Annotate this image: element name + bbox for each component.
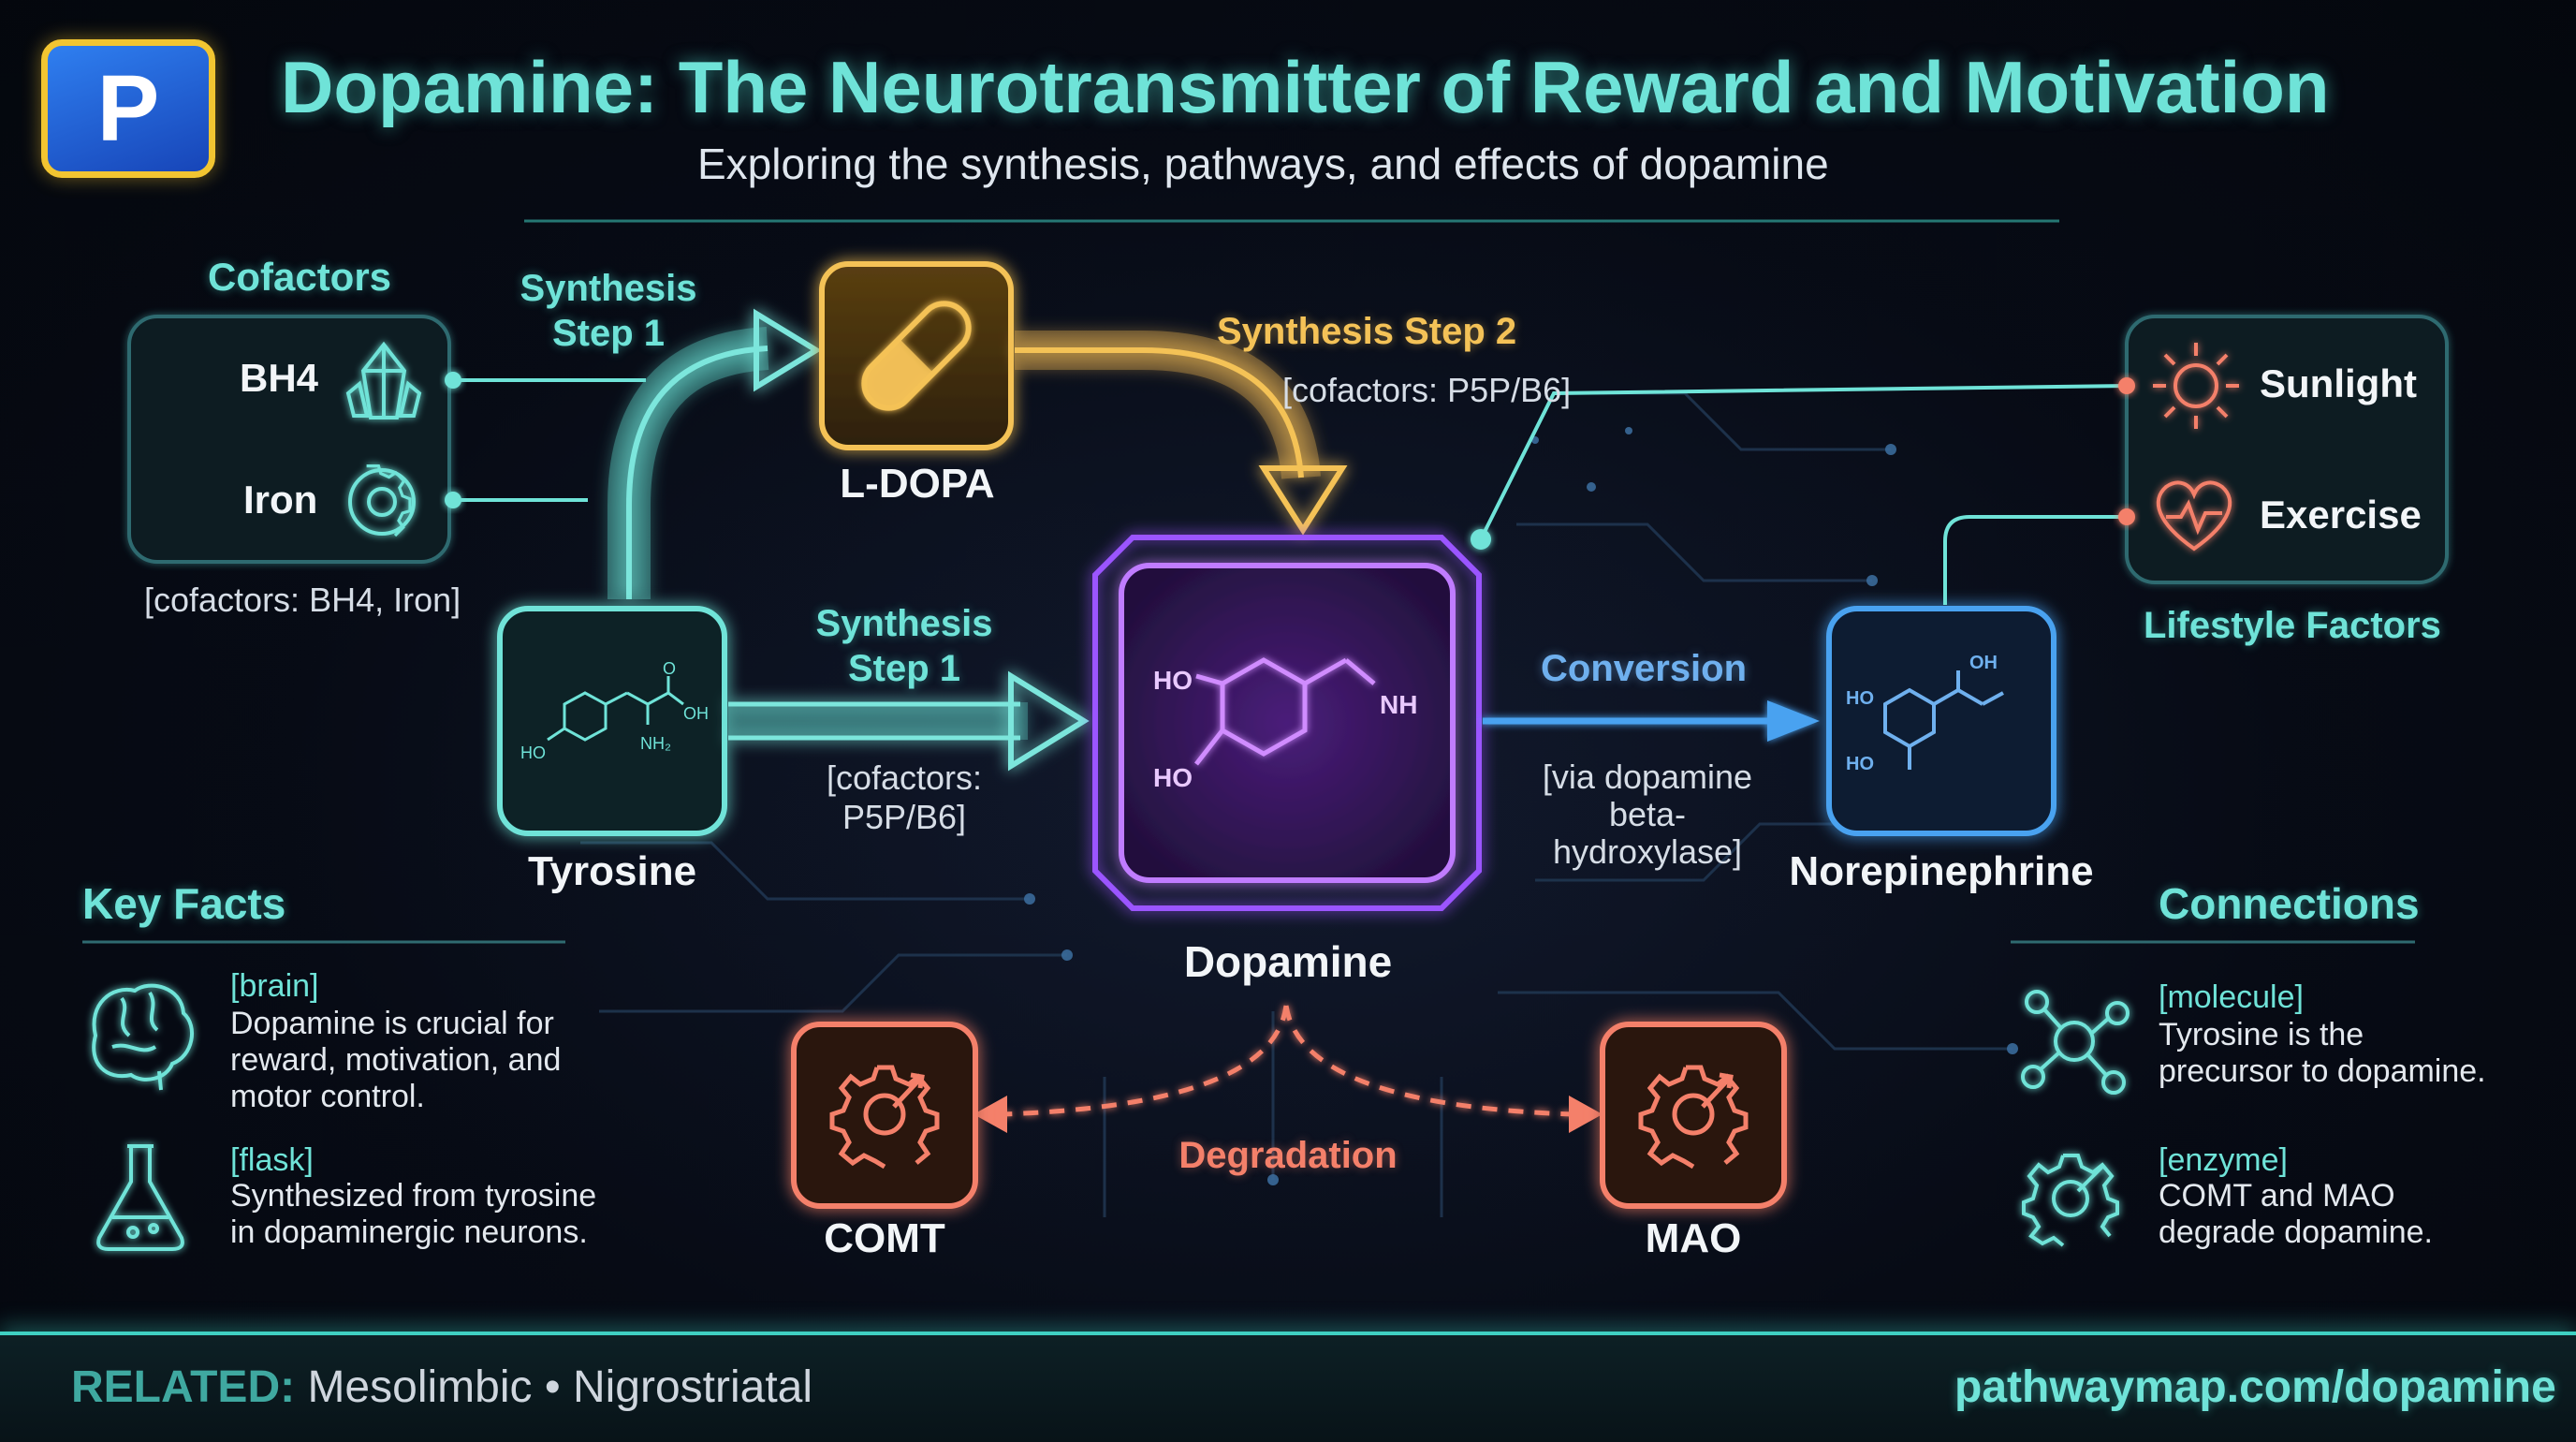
dopamine-atom-label: HO	[1153, 666, 1193, 695]
ldopa-label: L-DOPA	[840, 461, 995, 507]
synthesis-step2-arrow	[1015, 331, 1348, 536]
synthesis-step2-note: [cofactors: P5P/B6]	[1282, 371, 1572, 409]
comt-box	[791, 1022, 978, 1209]
connection-text: Tyrosine is the precursor to dopamine.	[2159, 1017, 2486, 1089]
synthesis-step1-lower-note: [cofactors: P5P/B6]	[826, 758, 983, 836]
fact-text: Dopamine is crucial for reward, motivati…	[230, 1006, 562, 1114]
degradation-label: Degradation	[1178, 1135, 1398, 1176]
molecule-icon	[2021, 990, 2130, 1095]
fact-tag: [brain]	[230, 968, 319, 1004]
fact-text: Synthesized from tyrosine in dopaminergi…	[230, 1178, 597, 1250]
lifestyle-sunlight-label: Sunlight	[2260, 361, 2417, 405]
cofactor-bh4-label: BH4	[240, 356, 319, 400]
logo-glyph: P	[96, 56, 160, 161]
connection-text: COMT and MAO degrade dopamine.	[2159, 1178, 2434, 1250]
app-logo	[41, 39, 215, 178]
degradation-arrowhead-left	[973, 1096, 1007, 1133]
norepinephrine-box	[1826, 606, 2056, 836]
norepinephrine-structure-icon	[1883, 670, 2004, 770]
connections-heading: Connections	[2159, 879, 2420, 928]
page-title: Dopamine: The Neurotransmitter of Reward…	[281, 46, 2330, 128]
enzyme-gear-icon	[1638, 1065, 1749, 1170]
crystal-icon	[345, 341, 422, 419]
related-links: RELATED: Mesolimbic • Nigrostriatal	[71, 1361, 812, 1413]
tyrosine-box	[497, 606, 727, 836]
conversion-label: Conversion	[1541, 648, 1748, 689]
enzyme-gear-icon	[829, 1065, 940, 1170]
dopamine-label: Dopamine	[1183, 937, 1393, 986]
cofactor-iron-label: Iron	[243, 478, 318, 522]
lifestyle-box	[2125, 315, 2449, 584]
tyrosine-structure-icon	[547, 676, 684, 742]
lifestyle-exercise-label: Exercise	[2260, 493, 2422, 537]
enzyme-gear-icon	[2022, 1154, 2119, 1247]
synthesis-step1-upper-label: Synthesis Step 1	[520, 268, 697, 354]
norepinephrine-atom-label: HO	[1846, 754, 1874, 774]
tyrosine-atom-label: NH₂	[640, 734, 671, 753]
related-label: RELATED:	[71, 1362, 296, 1412]
tyrosine-atom-label: OH	[683, 704, 709, 723]
cofactors-heading: Cofactors	[208, 255, 392, 299]
ldopa-box	[819, 261, 1014, 450]
norepinephrine-atom-label: HO	[1846, 688, 1874, 709]
norepinephrine-label: Norepinephrine	[1789, 848, 2094, 894]
fact-tag: [flask]	[230, 1142, 314, 1178]
cofactors-note: [cofactors: BH4, Iron]	[144, 581, 461, 619]
key-facts-heading: Key Facts	[82, 879, 286, 928]
footer-bar	[0, 1332, 2576, 1442]
synthesis-step2-label: Synthesis Step 2	[1217, 311, 1517, 352]
synthesis-step1-lower-label: Synthesis Step 1	[815, 603, 993, 689]
connection-tag: [enzyme]	[2159, 1142, 2288, 1178]
dopamine-box	[1092, 535, 1482, 911]
dopamine-structure-icon	[1194, 657, 1376, 766]
norepinephrine-atom-label: OH	[1969, 653, 1998, 673]
dopamine-atom-label: HO	[1153, 763, 1193, 792]
brain-icon	[92, 983, 194, 1091]
dopamine-atom-label: NH	[1380, 690, 1417, 719]
synthesis-step1-upper-arrow	[607, 308, 822, 599]
synthesis-step1-lower-arrow	[728, 670, 1090, 772]
tyrosine-label: Tyrosine	[527, 848, 697, 894]
degradation-arrowhead-right	[1569, 1096, 1603, 1133]
mao-box	[1600, 1022, 1787, 1209]
related-items[interactable]: Mesolimbic • Nigrostriatal	[307, 1362, 813, 1412]
heart-pulse-icon	[2156, 480, 2232, 552]
conversion-arrow	[1483, 700, 1820, 742]
tyrosine-atom-label: O	[663, 659, 676, 678]
comt-label: COMT	[824, 1215, 945, 1261]
footer-url-link[interactable]: pathwaymap.com/dopamine	[1954, 1362, 2556, 1412]
capsule-icon	[861, 301, 972, 411]
sun-icon	[2153, 343, 2239, 429]
connection-tag: [molecule]	[2159, 979, 2304, 1015]
gear-icon	[348, 464, 416, 537]
degradation-arrows	[1001, 1005, 1573, 1117]
page-subtitle: Exploring the synthesis, pathways, and e…	[697, 140, 1829, 188]
circuit-traces	[580, 391, 2012, 1217]
flask-icon	[96, 1144, 184, 1251]
conversion-note: [via dopamine beta-hydroxylase]	[1542, 758, 1753, 871]
lifestyle-connectors	[1479, 384, 2130, 605]
mao-label: MAO	[1645, 1215, 1742, 1261]
lifestyle-heading: Lifestyle Factors	[2144, 605, 2441, 646]
tyrosine-atom-label: HO	[520, 743, 546, 762]
